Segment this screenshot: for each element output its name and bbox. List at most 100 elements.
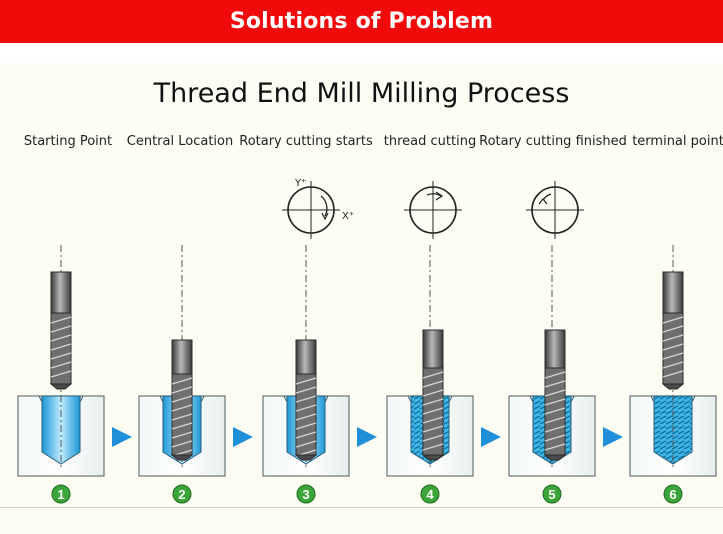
helix-line (171, 422, 193, 430)
helix-line (50, 325, 72, 333)
step-badge (542, 484, 562, 504)
step-6: 6 (629, 245, 717, 504)
helix-line (544, 425, 566, 433)
rotation-arrow-icon (320, 195, 328, 217)
helix-line (171, 404, 193, 412)
process-arrow (233, 427, 253, 447)
step-label-6: terminal point (632, 134, 723, 149)
bottom-divider (0, 507, 723, 508)
process-arrow (481, 427, 501, 447)
tool-tip (49, 383, 73, 390)
process-arrow (603, 427, 623, 447)
arrowhead-icon (538, 198, 548, 205)
step-label-5: Rotary cutting finished (479, 134, 627, 149)
helix-line (544, 389, 566, 397)
banner-spacer (0, 43, 723, 63)
step-number: 5 (548, 487, 555, 502)
y-axis-label: Y⁺ (294, 178, 306, 189)
helix-line (422, 407, 444, 415)
step-number: 4 (426, 487, 434, 502)
step-4: 4 (386, 245, 474, 504)
rotation-indicator-4 (404, 181, 462, 239)
helix-line (50, 352, 72, 360)
helix-line (544, 398, 566, 406)
step-badge (663, 484, 683, 504)
step-label-4: thread cutting (383, 134, 477, 149)
helix-line (422, 380, 444, 388)
rotation-indicator-5 (526, 181, 584, 239)
tool-tip (294, 454, 318, 461)
helix-line (171, 413, 193, 421)
helix-line (50, 316, 72, 324)
helix-line (50, 361, 72, 369)
step-3: 3 (262, 245, 350, 504)
tool-shank (50, 271, 72, 314)
step-badge (296, 484, 316, 504)
header-banner: Solutions of Problem (0, 0, 723, 43)
arrowhead-icon (321, 212, 329, 221)
helix-line (544, 416, 566, 424)
step-label-2: Central Location (126, 134, 234, 149)
helix-line (295, 431, 317, 439)
hole-chamfer (529, 395, 575, 403)
hole-chamfer (159, 395, 205, 403)
step-number: 6 (669, 487, 676, 502)
hole-chamfer (407, 395, 453, 403)
tool-shank (171, 339, 193, 375)
step-5: 5 (508, 245, 596, 504)
helix-line (295, 413, 317, 421)
tool-tip (543, 454, 567, 461)
helix-line (50, 334, 72, 342)
helix-line (295, 395, 317, 403)
tool-tip (170, 454, 194, 461)
helix-line (295, 404, 317, 412)
helix-line (422, 443, 444, 451)
arrowhead-icon (435, 191, 444, 201)
tool-shank (295, 339, 317, 375)
rotation-arrow-icon (426, 193, 442, 197)
helix-line (662, 325, 684, 333)
helix-line (171, 386, 193, 394)
helix-line (544, 371, 566, 379)
helix-line (662, 316, 684, 324)
step-badge (51, 484, 71, 504)
process-arrow (112, 427, 132, 447)
helix-line (422, 425, 444, 433)
tool-tip (421, 454, 445, 461)
helix-line (662, 343, 684, 351)
helix-line (171, 395, 193, 403)
helix-line (171, 377, 193, 385)
helix-line (171, 431, 193, 439)
tool-shank (422, 329, 444, 369)
helix-line (662, 334, 684, 342)
step-label-1: Starting Point (23, 134, 113, 149)
step-number: 2 (178, 487, 185, 502)
helix-line (422, 398, 444, 406)
helix-line (295, 440, 317, 448)
helix-line (662, 352, 684, 360)
tool-shank (544, 329, 566, 369)
rotation-arrow-icon (542, 193, 552, 201)
helix-line (422, 434, 444, 442)
helix-line (544, 407, 566, 415)
step-number: 1 (57, 487, 64, 502)
step-number: 3 (302, 487, 309, 502)
helix-line (171, 440, 193, 448)
tool-shank (662, 271, 684, 314)
x-axis-label: X⁺ (342, 211, 354, 222)
diagram-title: Thread End Mill Milling Process (153, 78, 570, 109)
helix-line (544, 443, 566, 451)
helix-line (422, 389, 444, 397)
rotation-indicator-3: Y⁺ X⁺ (282, 178, 354, 239)
helix-line (422, 416, 444, 424)
step-2: 2 (138, 245, 226, 504)
helix-line (295, 422, 317, 430)
helix-line (662, 370, 684, 378)
step-badge (420, 484, 440, 504)
helix-line (544, 434, 566, 442)
hole-chamfer (38, 395, 84, 403)
hole-chamfer (650, 395, 696, 403)
helix-line (544, 380, 566, 388)
helix-line (50, 343, 72, 351)
